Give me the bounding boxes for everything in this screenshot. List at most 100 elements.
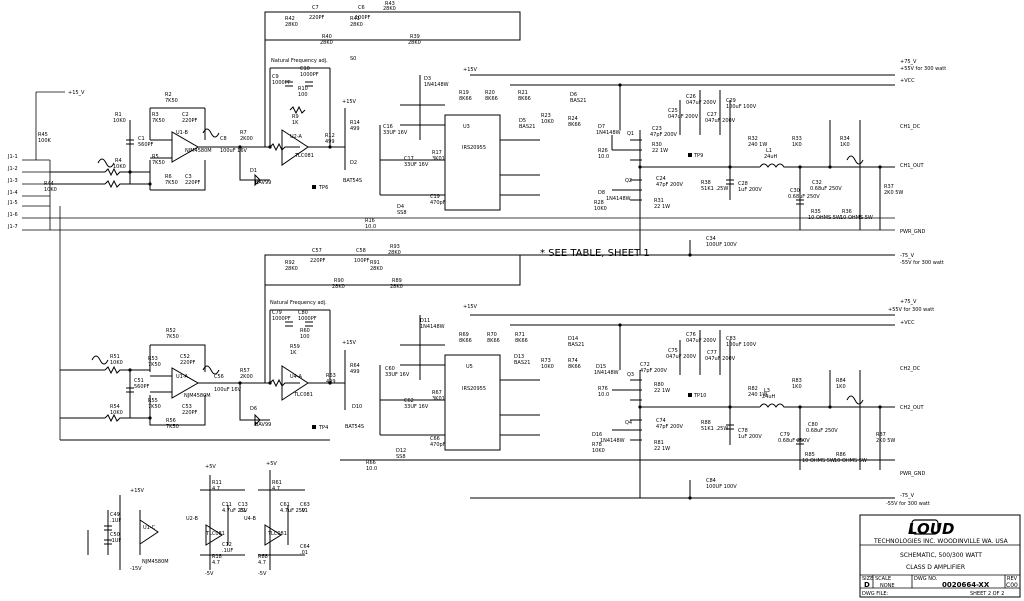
val-r92: 28K0 <box>285 266 298 272</box>
ref-c57: C57 <box>312 248 322 254</box>
ref-r14: R14 <box>350 120 360 126</box>
ref-l1: L1 <box>766 148 772 154</box>
tp10-label: TP10 <box>693 393 706 399</box>
ref-r56: R56 <box>166 418 176 424</box>
val-r56: 7K50 <box>166 424 179 430</box>
val-d15: 1N4148W <box>594 370 619 376</box>
val-u3: IRS20955 <box>462 145 486 151</box>
ref-c80b: C80 <box>298 310 308 316</box>
channel-2-section: TP4 TP10 Natural Frequency adj. R51 10K0… <box>60 56 934 507</box>
val-c34: 100UF 100V <box>706 242 737 248</box>
val-c3: 220PF <box>185 180 201 186</box>
val-r40: 28K0 <box>320 40 333 46</box>
supply-decoupling-section: +15V -15V +5V -5V +5V -5V C49 .1UF C50 .… <box>87 461 310 577</box>
val-r81: 22 1W <box>654 446 670 452</box>
ref-r86: R86 <box>836 452 846 458</box>
val-l3: 24uH <box>762 394 776 400</box>
ref-r39: R39 <box>410 34 420 40</box>
ref-r7: R7 <box>240 130 247 136</box>
ref-r17: R17 <box>432 150 442 156</box>
net-vcc-top: +VCC <box>900 78 915 84</box>
ref-u2a: U2-A <box>290 134 303 140</box>
val-r57: 2K00 <box>240 374 253 380</box>
net-ch2-out: CH2_OUT <box>900 405 925 411</box>
val-d3: 1N4148W <box>424 82 449 88</box>
ref-u1b: U1-B <box>176 130 188 136</box>
ref-r73: R73 <box>541 358 551 364</box>
ref-r92: R92 <box>285 260 295 266</box>
ref-c79b: C79 <box>272 310 282 316</box>
ref-q1: Q1 <box>627 131 634 137</box>
ref-u3: U3 <box>463 124 470 130</box>
val-u4a: TLC081 <box>293 392 313 398</box>
val-c79b: 1000PF <box>272 316 291 322</box>
ref-d12: D12 <box>396 448 406 454</box>
ref-r93: R93 <box>390 244 400 250</box>
ref-r91: R91 <box>370 260 380 266</box>
net-plus15-top-b: +15V <box>463 67 478 73</box>
val-c8: 100uF 16V <box>220 148 248 154</box>
ref-r52: R52 <box>166 328 176 334</box>
val-r19: 8K66 <box>459 96 472 102</box>
size-value: D <box>864 581 870 589</box>
title-line-2: CLASS D AMPLIFIER <box>906 564 965 571</box>
ref-c78: C78 <box>738 428 748 434</box>
val-r30: 22 1W <box>652 148 668 154</box>
val-c9: 1000PF <box>272 80 291 86</box>
ref-r80: R80 <box>654 382 664 388</box>
val-r2: 7K50 <box>165 98 178 104</box>
sheet-note: * SEE TABLE, SHEET 1 <box>540 248 650 259</box>
ref-r74: R74 <box>568 358 578 364</box>
sine-wave-icon-ch2-out <box>846 395 864 405</box>
ref-r33: R33 <box>792 136 802 142</box>
val-r21: 8K66 <box>518 96 531 102</box>
val-c78: 1uF 200V <box>738 434 762 440</box>
ref-r10: R10 <box>298 86 308 92</box>
val-c26: 047uF 200V <box>686 100 717 106</box>
ref-d2: D2 <box>350 160 357 166</box>
val-r9: 1K <box>292 120 299 126</box>
ref-c26: C26 <box>686 94 696 100</box>
val-c32: 0.68uF 250V <box>810 186 842 192</box>
company-name: TECHNOLOGIES INC. WOODINVILLE WA. USA <box>873 538 1009 545</box>
val-r70: 8K66 <box>487 338 500 344</box>
val-c24: 47pF 200V <box>656 182 684 188</box>
net-n-rail-top: -75_V <box>900 253 915 259</box>
ref-r51: R51 <box>110 354 120 360</box>
dwg-file-label: DWG FILE: <box>862 591 889 597</box>
ref-r81: R81 <box>654 440 664 446</box>
ref-r20: R20 <box>485 90 495 96</box>
val-c80b: 1000PF <box>298 316 317 322</box>
ref-r37: R37 <box>884 184 894 190</box>
val-c60: 33UF 16V <box>385 372 410 378</box>
val-u1a: NJM4580M <box>184 393 211 399</box>
val-r42: 28K0 <box>285 22 298 28</box>
ref-r45: R45 <box>38 132 48 138</box>
connector-pin-2: J1-2 <box>7 166 18 172</box>
val-r82: 240 1W <box>748 392 767 398</box>
ref-c83: C83 <box>726 336 736 342</box>
net-p-rail-top-note: +55V for 300 watt <box>900 66 946 72</box>
ref-r70: R70 <box>487 332 497 338</box>
sine-wave-icon-ch2-mid <box>202 365 220 375</box>
val-c80: 0.68uF 250V <box>806 428 838 434</box>
ref-c30: C30 <box>790 188 800 194</box>
val-r68: 4.7 <box>258 560 266 566</box>
ref-u5: U5 <box>466 364 473 370</box>
val-r44: 10K0 <box>44 187 57 193</box>
ref-u2b: U2-B <box>186 516 198 522</box>
sheet-number: SHEET 2 OF 2 <box>970 591 1004 597</box>
val-r17: 3K01 <box>432 156 445 162</box>
net-plus5-u4: +5V <box>266 461 277 467</box>
ref-r36: R36 <box>842 209 852 215</box>
val-d11: 1N4148W <box>420 324 445 330</box>
net-n-rail-bot-note: -55V for 300 watt <box>886 501 930 507</box>
ref-r30: R30 <box>652 142 662 148</box>
val-r74: 8K66 <box>568 364 581 370</box>
val-r20: 8K66 <box>485 96 498 102</box>
val-c49: .1UF <box>110 518 121 524</box>
ref-c61: C61 <box>280 502 290 508</box>
val-c61: 4.7uF 25V <box>280 508 306 514</box>
val-c16: 33UF 16V <box>383 130 408 136</box>
ref-r61: R61 <box>272 480 282 486</box>
